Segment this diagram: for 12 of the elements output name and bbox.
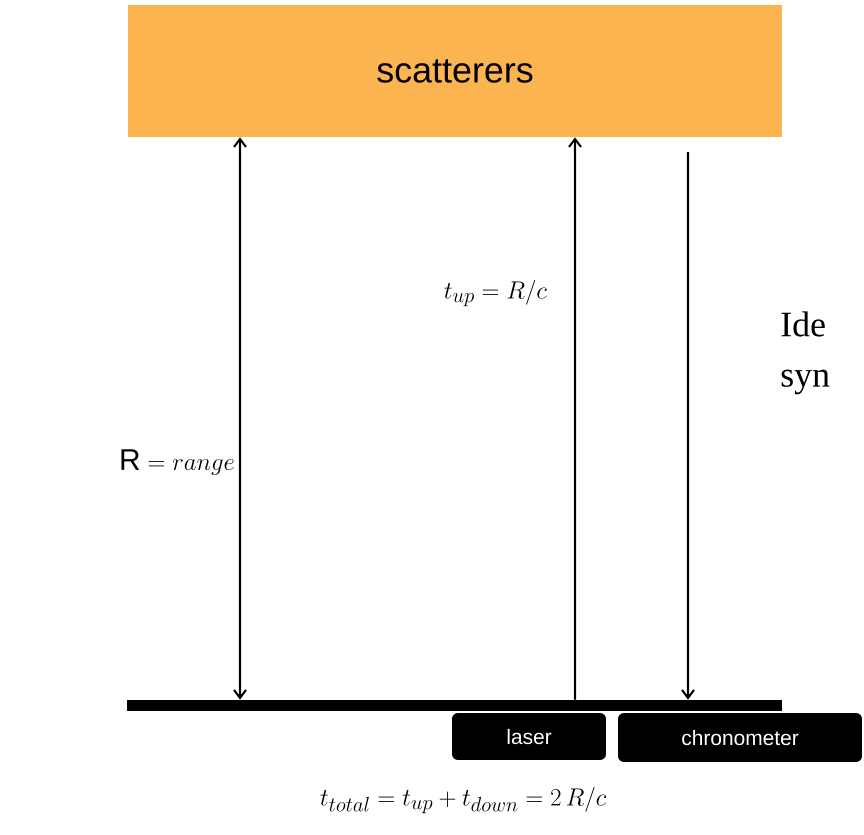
arrow — [568, 137, 582, 700]
edge-label: $t_{up} = R/c$ — [442, 278, 548, 308]
edge-label: $\mathrm{R} = range$ — [118, 448, 236, 476]
bar — [127, 700, 782, 711]
scatterer-box: scatterers — [128, 5, 782, 137]
text-fragment: syn — [782, 370, 830, 394]
device-label: chronometer — [618, 713, 862, 762]
arrow — [681, 152, 695, 700]
device-label: laser — [452, 713, 606, 760]
text-fragment: Ide — [782, 311, 825, 337]
formula: $t_{total} = t_{up} + t_{down} = 2\,R/c$ — [320, 786, 606, 814]
arrow — [233, 137, 247, 700]
